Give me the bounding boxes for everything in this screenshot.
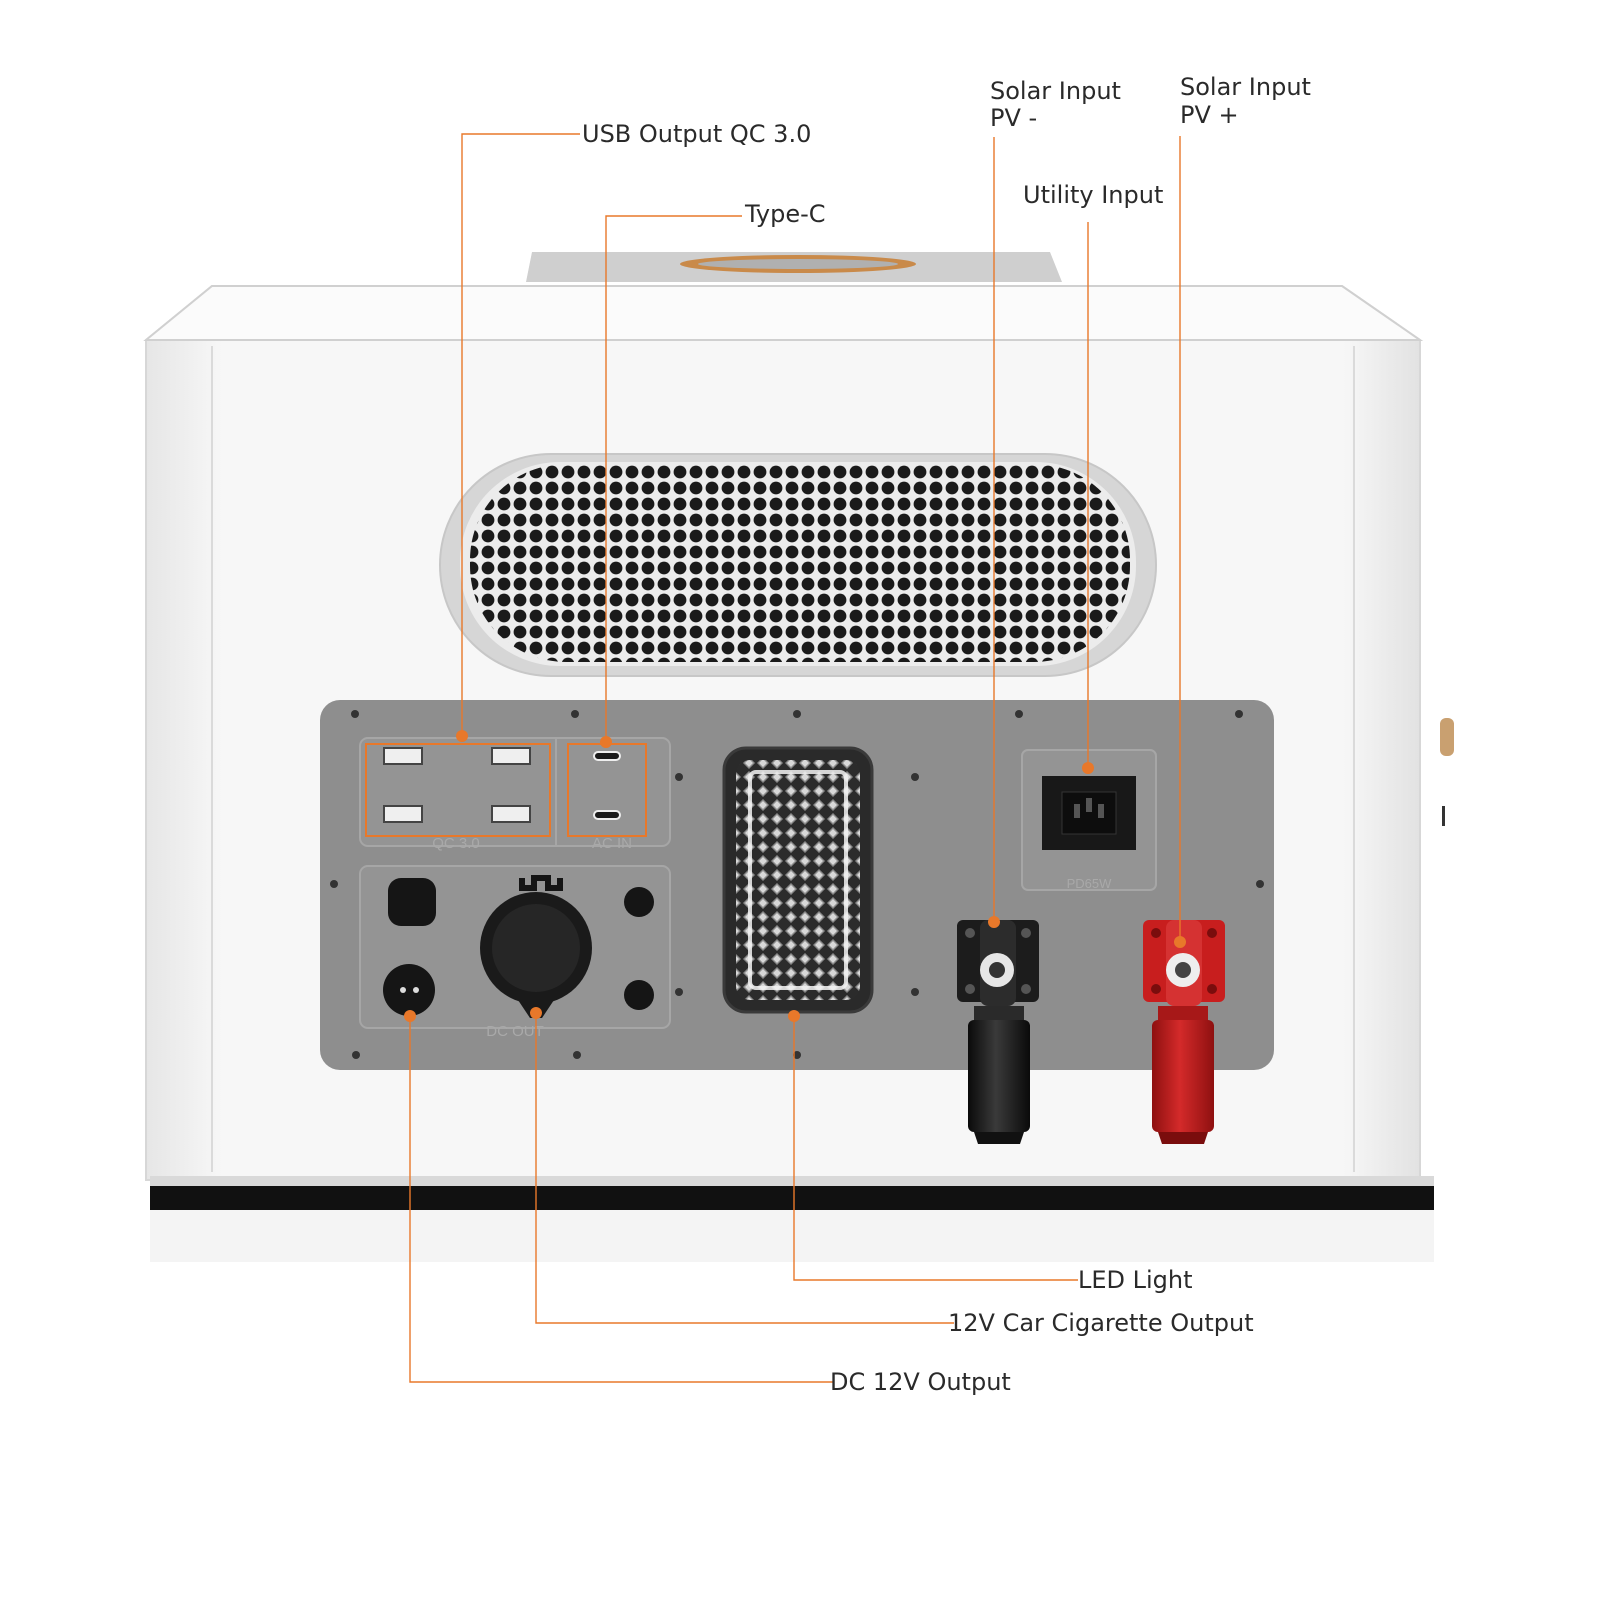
utility-input-socket: PD65W — [1021, 749, 1157, 891]
vent-grille — [439, 453, 1157, 677]
pd-label: PD65W — [1067, 876, 1113, 891]
led-light — [722, 746, 874, 1014]
callout-usb-output: USB Output QC 3.0 — [582, 120, 812, 148]
usb-port-module: QC 3.0 AC IN — [359, 737, 671, 852]
solar-pv-plus-terminal — [1143, 920, 1225, 1144]
callout-solar-minus-line1: Solar Input — [990, 77, 1121, 105]
base-section — [150, 1176, 1434, 1262]
top-plate — [526, 252, 1062, 282]
leader-type-c — [605, 215, 742, 742]
callout-led-light: LED Light — [1078, 1266, 1193, 1294]
callout-type-c: Type-C — [745, 200, 826, 228]
type-c-ports — [593, 751, 621, 820]
dc-out-label: DC OUT — [486, 1023, 544, 1040]
callout-car-output: 12V Car Cigarette Output — [948, 1309, 1254, 1337]
leader-dc-output — [409, 1016, 834, 1383]
leader-led-light — [793, 1016, 1078, 1281]
side-knob — [1440, 718, 1454, 756]
callout-solar-plus-line1: Solar Input — [1180, 73, 1311, 101]
usb-a-ports — [383, 747, 531, 823]
leader-car-output — [535, 1013, 954, 1324]
callout-solar-plus-line2: PV + — [1180, 101, 1239, 129]
side-slot — [1442, 806, 1445, 826]
leader-usb-output — [461, 133, 580, 736]
leader-lines — [409, 133, 1181, 1383]
qc-label: QC 3.0 — [432, 835, 480, 852]
dc-12v-socket — [383, 964, 435, 1016]
ac-in-label: AC IN — [592, 835, 632, 852]
car-cigarette-socket — [480, 875, 592, 1018]
callout-solar-minus-line2: PV - — [990, 104, 1038, 132]
callout-utility-input: Utility Input — [1023, 181, 1164, 209]
callout-dc-output: DC 12V Output — [830, 1368, 1011, 1396]
dc-out-module: DC OUT — [359, 865, 671, 1040]
solar-pv-minus-terminal — [957, 920, 1039, 1144]
indicator-hole-bottom — [624, 980, 654, 1010]
dc-blank-socket — [388, 878, 436, 926]
leader-dots — [404, 730, 1186, 1022]
indicator-hole-top — [624, 887, 654, 917]
